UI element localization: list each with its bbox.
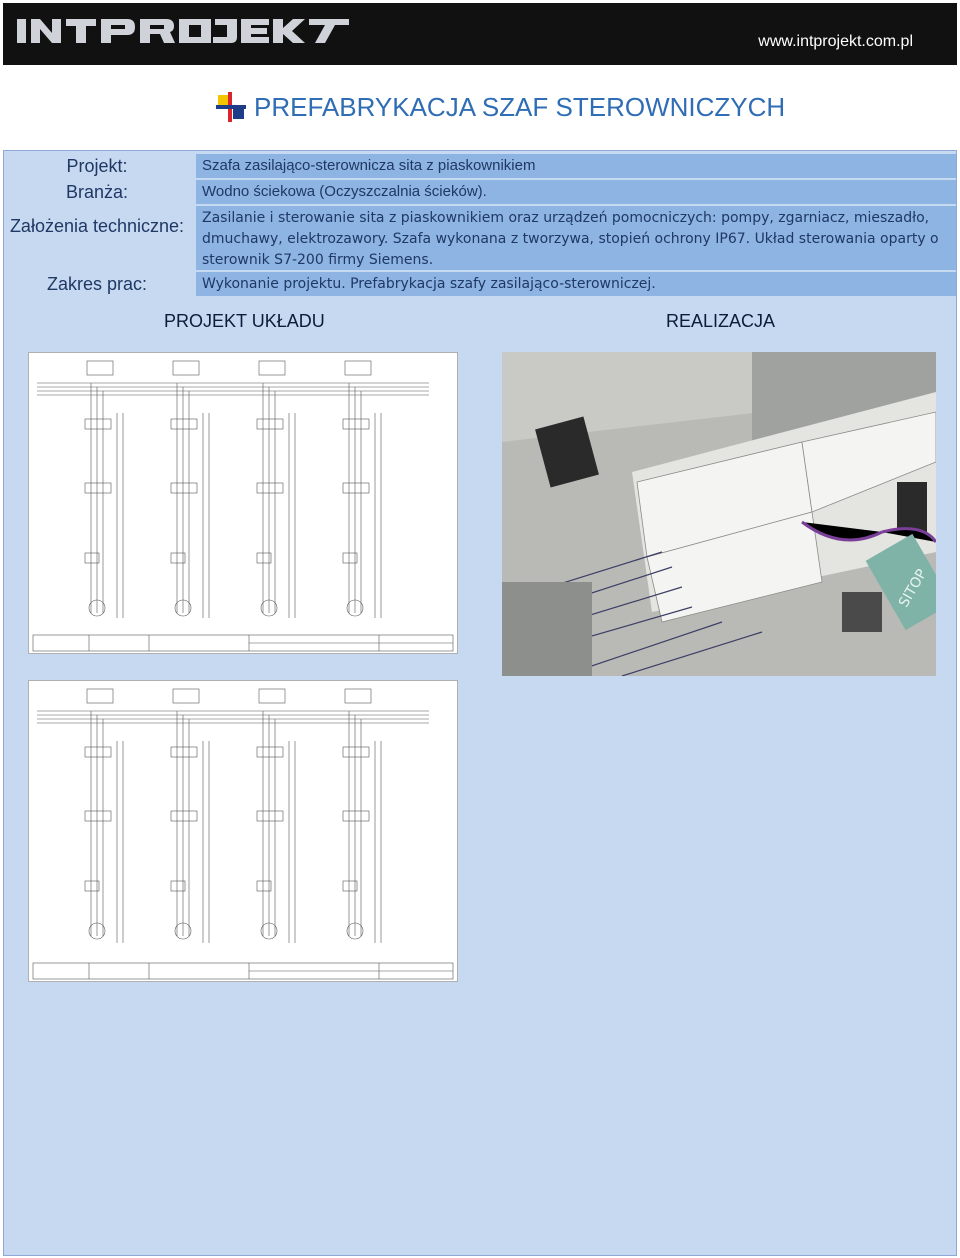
- schematic-diagram-1: [28, 352, 458, 654]
- realizacja-heading: REALIZACJA: [666, 311, 776, 331]
- cabinet-photo: SITOP: [502, 352, 936, 676]
- cross-squares-icon: [216, 92, 246, 122]
- projekt-label: Projekt:: [4, 154, 190, 178]
- cabinet-photo-drawing: SITOP: [502, 352, 936, 676]
- schematic-drawing-2: [32, 688, 454, 980]
- header-bar: www.intprojekt.com.pl: [3, 3, 957, 65]
- intprojekt-logo: [17, 19, 349, 43]
- title-row: PREFABRYKACJA SZAF STEROWNICZYCH: [0, 90, 960, 130]
- branza-value: Wodno ściekowa (Oczyszczalnia ścieków).: [196, 180, 956, 204]
- projekt-ukladu-heading: PROJEKT UKŁADU: [164, 311, 325, 331]
- page-title: PREFABRYKACJA SZAF STEROWNICZYCH: [254, 92, 786, 122]
- schematic-drawing-1: [32, 360, 454, 652]
- site-url[interactable]: www.intprojekt.com.pl: [758, 33, 913, 50]
- zakres-label: Zakres prac:: [4, 272, 190, 296]
- zalozenia-value: Zasilanie i sterowanie sita z piaskownik…: [196, 206, 956, 270]
- branza-label: Branża:: [4, 180, 190, 204]
- zakres-value: Wykonanie projektu. Prefabrykacja szafy …: [196, 272, 956, 296]
- schematic-diagram-2: [28, 680, 458, 982]
- zalozenia-label: Założenia techniczne:: [4, 210, 190, 270]
- projekt-value: Szafa zasilająco-sterownicza sita z pias…: [196, 154, 956, 178]
